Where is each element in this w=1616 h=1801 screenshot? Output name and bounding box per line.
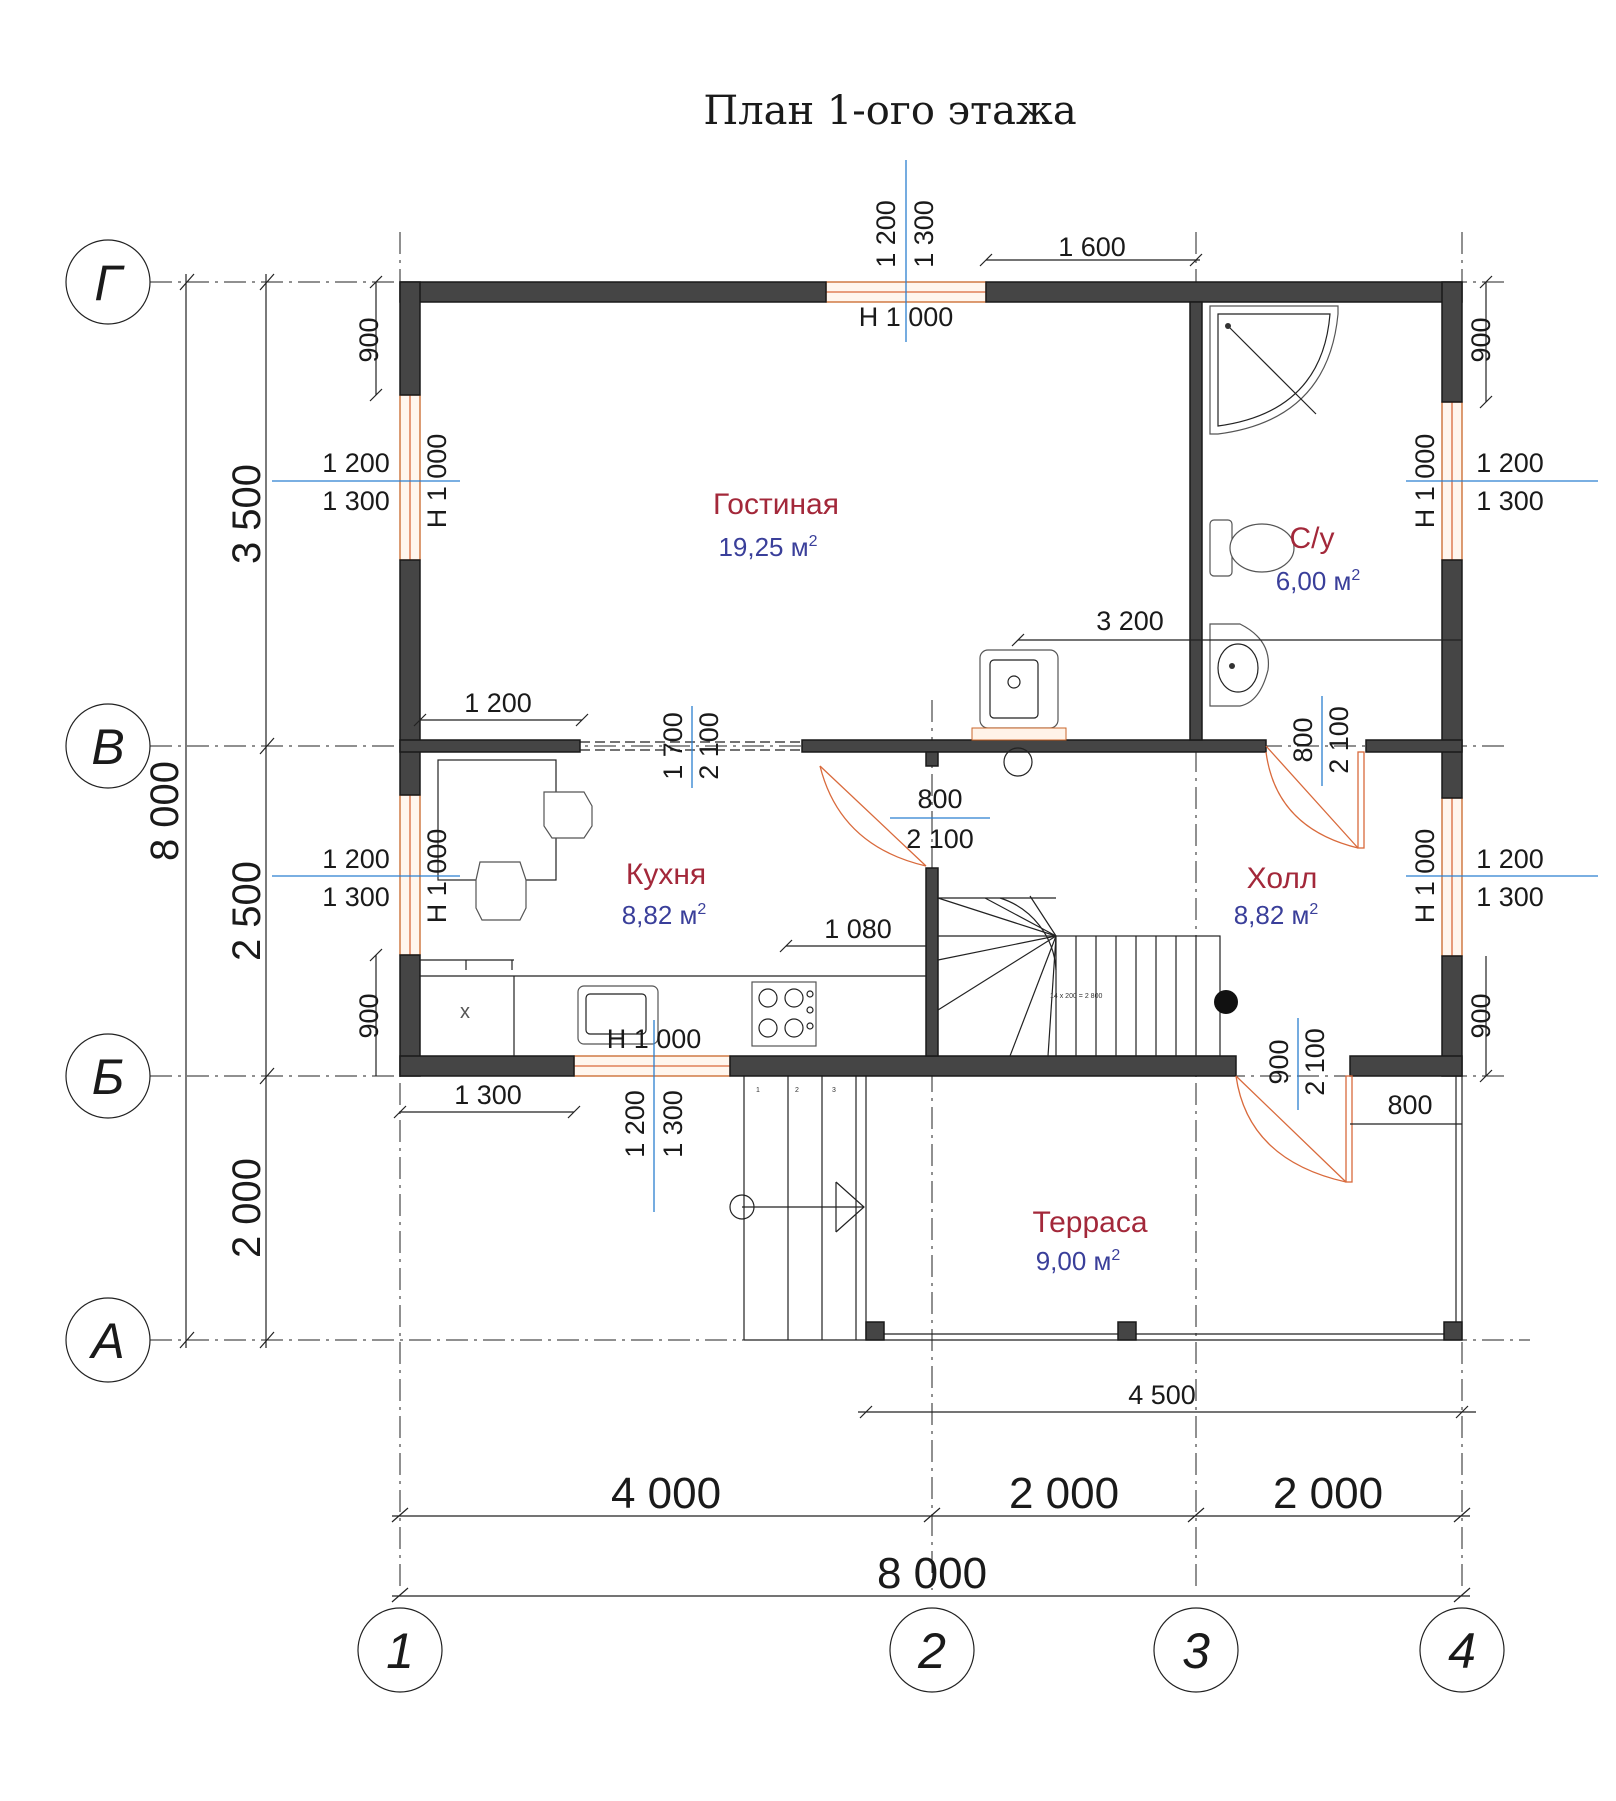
window-bottom-width: 1 200 — [620, 1090, 650, 1158]
room-labels: Гостиная 19,25 м2 С/у 6,00 м2 Кухня 8,82… — [622, 488, 1361, 1276]
room-area-hall: 8,82 м2 — [1234, 900, 1319, 930]
toilet-tank — [1209, 519, 1233, 577]
dim-stair-3200: 3 200 — [1096, 606, 1164, 636]
room-name-living: Гостиная — [713, 488, 839, 521]
interior-stair: 14 x 200 = 2 800 — [937, 895, 1238, 1057]
shower — [1209, 305, 1339, 435]
dim-bottom-total: 8 000 — [877, 1549, 987, 1598]
dim-wall-1200: 1 200 — [464, 688, 532, 718]
stair-post — [1214, 990, 1238, 1014]
doors — [819, 745, 1365, 1183]
entry-door-width: 900 — [1264, 1039, 1294, 1084]
axis-bubble-1 — [357, 1607, 443, 1693]
axis-label-4: 4 — [1448, 1623, 1476, 1679]
step-2-label: 2 — [795, 1087, 799, 1094]
window-top-width: 1 200 — [871, 200, 901, 268]
dim-bottom-2000b: 2 000 — [1273, 1469, 1383, 1518]
window-left1-width: 1 200 — [322, 448, 390, 478]
room-name-kitchen: Кухня — [626, 858, 706, 891]
axis-label-3: 3 — [1182, 1623, 1210, 1679]
window-left1-sill: H 1 000 — [422, 434, 452, 529]
opening-width: 1 700 — [658, 712, 688, 780]
window-left2-height: 1 300 — [322, 882, 390, 912]
dim-right-900-top: 900 — [1466, 317, 1496, 362]
window-left2-width: 1 200 — [322, 844, 390, 874]
kitchen-door-height: 2 100 — [906, 824, 974, 854]
kitchen-furniture: x — [420, 759, 926, 1056]
plan-title: План 1-ого этажа — [703, 88, 1076, 134]
window-left1-height: 1 300 — [322, 486, 390, 516]
window-right2-width: 1 200 — [1476, 844, 1544, 874]
dim-bottom-2000a: 2 000 — [1009, 1469, 1119, 1518]
dim-kitchen-1080: 1 080 — [824, 914, 892, 944]
toilet-bowl — [1229, 523, 1295, 573]
dimension-chains — [179, 273, 1471, 1603]
dim-terrace-4500: 4 500 — [1128, 1380, 1196, 1410]
room-name-terrace: Терраса — [1032, 1206, 1147, 1239]
dim-top-1600: 1 600 — [1058, 232, 1126, 262]
dim-left-2000: 2 000 — [225, 1158, 269, 1258]
small-dimension-lines — [369, 253, 1493, 1419]
dim-terrace-800: 800 — [1387, 1090, 1432, 1120]
step-3-label: 3 — [832, 1087, 836, 1094]
terrace-steps: 1 2 3 — [729, 1076, 866, 1341]
entry-door-height: 2 100 — [1300, 1028, 1330, 1096]
axis-bubble-A — [65, 1297, 151, 1383]
wc-door-width: 800 — [1288, 717, 1318, 762]
axis-label-V: В — [91, 719, 124, 775]
axis-bubble-G — [65, 239, 151, 325]
axis-label-B: Б — [92, 1049, 125, 1105]
sink — [577, 985, 659, 1045]
axis-bubble-V — [65, 703, 151, 789]
kitchen-mark: x — [460, 1001, 470, 1023]
opening-height: 2 100 — [694, 712, 724, 780]
axis-label-1: 1 — [386, 1623, 414, 1679]
room-name-wc: С/у — [1290, 522, 1335, 555]
window-right1-sill: H 1 000 — [1410, 434, 1440, 529]
room-area-terrace: 9,00 м2 — [1036, 1246, 1121, 1276]
stair-note: 14 x 200 = 2 800 — [1050, 993, 1102, 1000]
dim-bottom-4000: 4 000 — [611, 1469, 721, 1518]
window-right2-sill: H 1 000 — [1410, 829, 1440, 924]
axis-bubble-4 — [1419, 1607, 1505, 1693]
stove — [971, 649, 1067, 777]
axis-bubbles: 1 2 3 4 Г В Б А — [65, 239, 1505, 1693]
room-area-kitchen: 8,82 м2 — [622, 900, 707, 930]
window-right1-width: 1 200 — [1476, 448, 1544, 478]
dim-left-3500: 3 500 — [225, 464, 269, 564]
window-right2-height: 1 300 — [1476, 882, 1544, 912]
dim-left-total: 8 000 — [143, 761, 187, 861]
walls — [399, 281, 1463, 1077]
room-area-living: 19,25 м2 — [718, 532, 817, 562]
dim-left-900-bot: 900 — [354, 993, 384, 1038]
axis-bubble-2 — [889, 1607, 975, 1693]
window-top-height: 1 300 — [909, 200, 939, 268]
dim-left-900-top: 900 — [354, 317, 384, 362]
window-bottom-height: 1 300 — [658, 1090, 688, 1158]
axis-bubble-B — [65, 1033, 151, 1119]
axis-label-A: А — [88, 1313, 124, 1369]
window-right1-height: 1 300 — [1476, 486, 1544, 516]
sink — [1209, 623, 1270, 707]
dim-right-900-bot: 900 — [1466, 993, 1496, 1038]
dim-left-2500: 2 500 — [225, 861, 269, 961]
window-left2-sill: H 1 000 — [422, 829, 452, 924]
terrace-frame — [865, 1076, 1463, 1341]
dim-bottom-1300: 1 300 — [454, 1080, 522, 1110]
step-1-label: 1 — [756, 1087, 760, 1094]
room-name-hall: Холл — [1247, 862, 1318, 895]
axis-bubble-3 — [1153, 1607, 1239, 1693]
kitchen-door-width: 800 — [917, 784, 962, 814]
room-area-wc: 6,00 м2 — [1276, 566, 1361, 596]
bathroom-fixtures — [1209, 305, 1339, 707]
axis-label-2: 2 — [917, 1623, 946, 1679]
wc-door-height: 2 100 — [1324, 706, 1354, 774]
window-bottom-sill: H 1 000 — [607, 1024, 702, 1054]
axis-label-G: Г — [94, 255, 125, 311]
opening-reference-lines — [272, 160, 1598, 1212]
window-top-sill: H 1 000 — [859, 302, 954, 332]
